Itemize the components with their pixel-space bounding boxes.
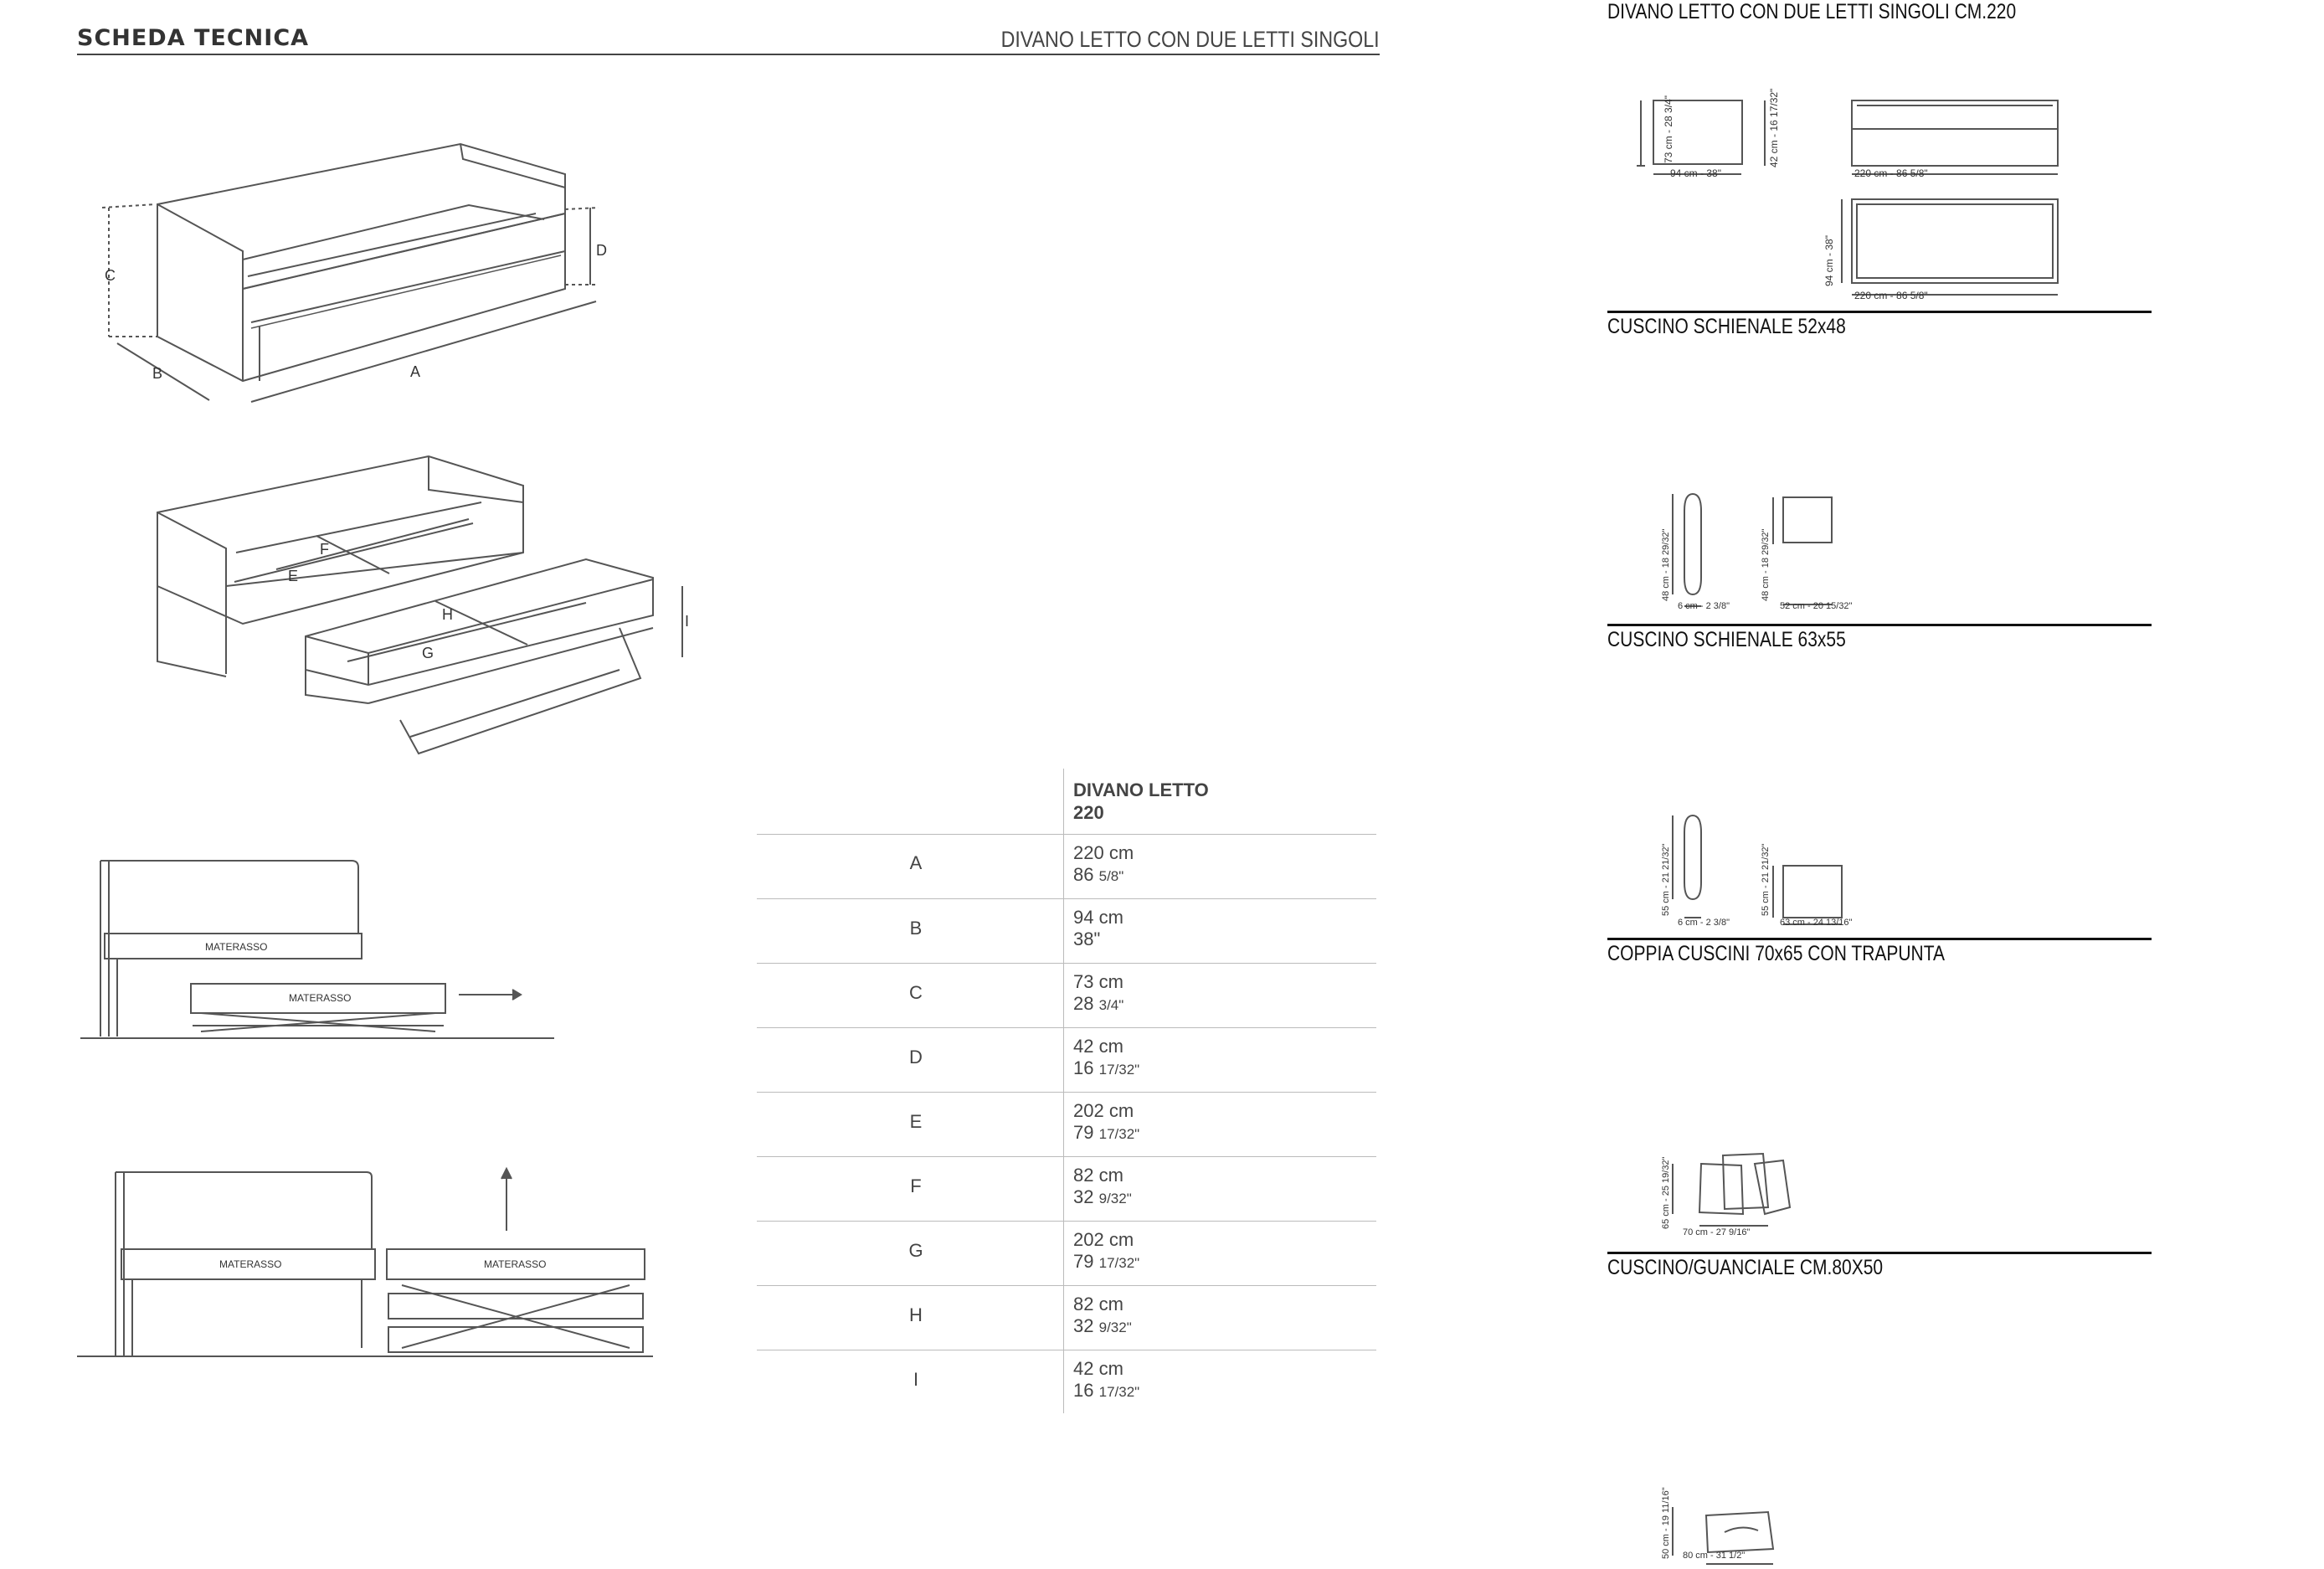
table-rule <box>757 898 1376 899</box>
dim-sofa-top-w: 220 cm - 86 5/8" <box>1854 290 1928 301</box>
row-cm: 82 cm <box>1073 1165 1123 1186</box>
dim-c1-side-w: 6 cm - 2 3/8" <box>1678 601 1730 611</box>
section-title-cushion-63x55: CUSCINO SCHIENALE 63x55 <box>1607 628 1846 651</box>
dim-label-c: C <box>105 267 116 284</box>
table-header-line1: DIVANO LETTO <box>1073 779 1209 800</box>
dim-c4-w: 80 cm - 31 1/2" <box>1683 1551 1746 1561</box>
section-title-pillow-pair: COPPIA CUSCINI 70x65 CON TRAPUNTA <box>1607 942 1945 965</box>
row-key: B <box>909 918 923 939</box>
row-inch: 16 17/32" <box>1073 1380 1140 1401</box>
dim-c4-h: 50 cm - 19 11/16" <box>1661 1487 1671 1559</box>
table-rule <box>757 1092 1376 1093</box>
table-rule <box>757 834 1376 835</box>
dim-label-h: H <box>442 606 453 623</box>
mattress-label: MATERASSO <box>219 1258 281 1270</box>
sofa-iso-closed-drawing <box>101 142 599 403</box>
section-title-cushion-52x48: CUSCINO SCHIENALE 52x48 <box>1607 315 1846 338</box>
table-rule <box>757 1027 1376 1028</box>
dim-c1-front-h: 48 cm - 18 29/32" <box>1761 528 1771 601</box>
row-cm: 42 cm <box>1073 1036 1123 1057</box>
right-panel-drawings <box>1637 100 2059 1565</box>
section-rule <box>1607 938 2152 940</box>
side-view-open-drawing <box>77 1166 653 1357</box>
table-header: DIVANO LETTO 220 <box>1073 779 1209 824</box>
table-rule <box>757 1285 1376 1286</box>
section-rule <box>1607 311 2152 313</box>
technical-drawings: C B A D E F G H I MATERASSO MATERASSO MA… <box>77 142 689 1357</box>
row-key: I <box>913 1369 919 1390</box>
row-inch: 32 9/32" <box>1073 1315 1132 1336</box>
row-cm: 94 cm <box>1073 907 1123 928</box>
row-inch: 86 5/8" <box>1073 864 1124 885</box>
dim-label-f: F <box>320 541 329 558</box>
dim-c2-side-w: 6 cm - 2 3/8" <box>1678 918 1730 928</box>
dim-c2-front-w: 63 cm - 24 13/16" <box>1780 918 1853 928</box>
row-cm: 82 cm <box>1073 1294 1123 1314</box>
mattress-label: MATERASSO <box>484 1258 546 1270</box>
row-inch: 79 17/32" <box>1073 1251 1140 1272</box>
row-cm: 220 cm <box>1073 842 1134 863</box>
mattress-label: MATERASSO <box>205 941 267 953</box>
dim-label-e: E <box>288 568 298 584</box>
row-inch: 38" <box>1073 929 1101 949</box>
mattress-label: MATERASSO <box>289 992 351 1004</box>
table-header-line2: 220 <box>1073 802 1104 823</box>
dim-c3-w: 70 cm - 27 9/16" <box>1683 1227 1751 1237</box>
row-key: C <box>909 982 923 1003</box>
section-rule <box>1607 624 2152 626</box>
dim-c1-side-h: 48 cm - 18 29/32" <box>1661 528 1671 601</box>
row-cm: 202 cm <box>1073 1229 1134 1250</box>
section-title-pillow-80x50: CUSCINO/GUANCIALE CM.80X50 <box>1607 1256 1884 1279</box>
dim-label-a: A <box>410 363 420 380</box>
row-inch: 32 9/32" <box>1073 1186 1132 1207</box>
dim-sofa-side-h: 73 cm - 28 3/4" <box>1663 95 1674 163</box>
section-rule <box>1607 1252 2152 1254</box>
dim-label-b: B <box>152 365 162 382</box>
dim-sofa-front-w: 220 cm - 86 5/8" <box>1854 167 1928 179</box>
header-rule <box>77 54 1380 55</box>
dim-label-i: I <box>685 613 689 630</box>
page-subtitle: DIVANO LETTO CON DUE LETTI SINGOLI <box>1000 27 1380 52</box>
side-view-closed-drawing <box>80 860 554 1039</box>
row-key: E <box>909 1111 923 1132</box>
row-cm: 202 cm <box>1073 1100 1134 1121</box>
row-key: H <box>909 1304 923 1325</box>
row-inch: 79 17/32" <box>1073 1122 1140 1143</box>
row-key: D <box>909 1047 923 1067</box>
table-rule <box>757 963 1376 964</box>
dim-c2-side-h: 55 cm - 21 21/32" <box>1661 843 1671 916</box>
dim-sofa-top-h: 94 cm - 38" <box>1823 235 1835 286</box>
page-title: SCHEDA TECNICA <box>77 25 310 51</box>
section-title-sofa: DIVANO LETTO CON DUE LETTI SINGOLI CM.22… <box>1607 0 2017 23</box>
dim-label-g: G <box>422 645 434 661</box>
row-inch: 28 3/4" <box>1073 993 1124 1014</box>
table-rule <box>757 1221 1376 1222</box>
row-key: G <box>908 1240 923 1261</box>
row-inch: 16 17/32" <box>1073 1057 1140 1078</box>
table-rule <box>757 1156 1376 1157</box>
table-divider <box>1063 769 1064 1413</box>
dim-sofa-front-h: 42 cm - 16 17/32" <box>1768 88 1780 167</box>
row-cm: 73 cm <box>1073 971 1123 992</box>
row-cm: 42 cm <box>1073 1358 1123 1379</box>
dim-c2-front-h: 55 cm - 21 21/32" <box>1761 843 1771 916</box>
row-key: F <box>910 1175 922 1196</box>
dim-sofa-side-w: 94 cm - 38" <box>1670 167 1721 179</box>
sofa-iso-open-drawing <box>157 455 683 755</box>
row-key: A <box>909 852 923 873</box>
dim-c3-h: 65 cm - 25 19/32" <box>1661 1156 1671 1229</box>
dim-label-d: D <box>596 242 607 259</box>
dim-c1-front-w: 52 cm - 20 15/32" <box>1780 601 1853 611</box>
